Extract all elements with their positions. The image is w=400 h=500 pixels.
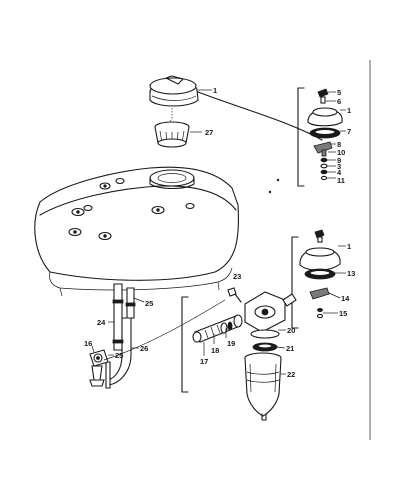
shutoff-valve <box>89 349 109 387</box>
callout-4: 4 <box>337 168 342 177</box>
filter-element-21 <box>252 342 278 352</box>
callout-27: 27 <box>205 128 213 137</box>
callout-1-mid: 1 <box>347 242 351 251</box>
callout-8: 8 <box>337 140 341 149</box>
reg-mark <box>276 178 280 182</box>
cap-chain <box>169 108 173 127</box>
gasket-20 <box>250 329 280 339</box>
fuel-strainer <box>154 121 190 148</box>
callout-6: 6 <box>337 97 341 106</box>
fuel-tank <box>34 166 239 297</box>
callout-25-upper: 25 <box>145 299 153 308</box>
callout-1-top: 1 <box>347 106 351 115</box>
callout-10: 10 <box>337 148 345 157</box>
callout-18: 18 <box>211 346 219 355</box>
callout-3: 3 <box>337 162 341 171</box>
callout-22: 22 <box>287 370 295 379</box>
filter-bracket <box>181 296 189 393</box>
callout-numbers: 1 27 5 6 1 7 8 10 9 3 4 11 1 13 14 15 23… <box>84 86 355 379</box>
callout-16: 16 <box>84 339 92 348</box>
callout-13: 13 <box>347 269 355 278</box>
callout-7: 7 <box>347 127 351 136</box>
callout-5: 5 <box>337 88 341 97</box>
reg-mark <box>268 190 272 194</box>
callout-20: 20 <box>287 326 295 335</box>
callout-1-main: 1 <box>213 86 217 95</box>
callout-15: 15 <box>339 309 347 318</box>
callout-25-lower: 25 <box>115 351 123 360</box>
valve-line <box>103 299 226 361</box>
cap-exploded-vented <box>291 229 341 329</box>
callout-17: 17 <box>200 357 208 366</box>
callout-11: 11 <box>337 176 345 185</box>
screw-23 <box>227 287 242 303</box>
callout-14: 14 <box>341 294 350 303</box>
tank-mounting-bosses <box>68 177 195 241</box>
fuel-lines <box>105 283 136 389</box>
filler-cap-main <box>149 75 199 107</box>
filter-bowl-22 <box>244 352 282 421</box>
inlet-fitting <box>192 314 243 343</box>
callout-23: 23 <box>233 272 241 281</box>
cap-leader <box>197 91 323 141</box>
callout-24: 24 <box>97 318 106 327</box>
callout-19: 19 <box>227 339 235 348</box>
filter-head <box>244 291 297 333</box>
callout-26: 26 <box>140 344 148 353</box>
callout-21: 21 <box>286 344 294 353</box>
leader-lines <box>91 89 346 375</box>
cap-exploded-top <box>297 87 343 187</box>
callout-9: 9 <box>337 156 341 165</box>
